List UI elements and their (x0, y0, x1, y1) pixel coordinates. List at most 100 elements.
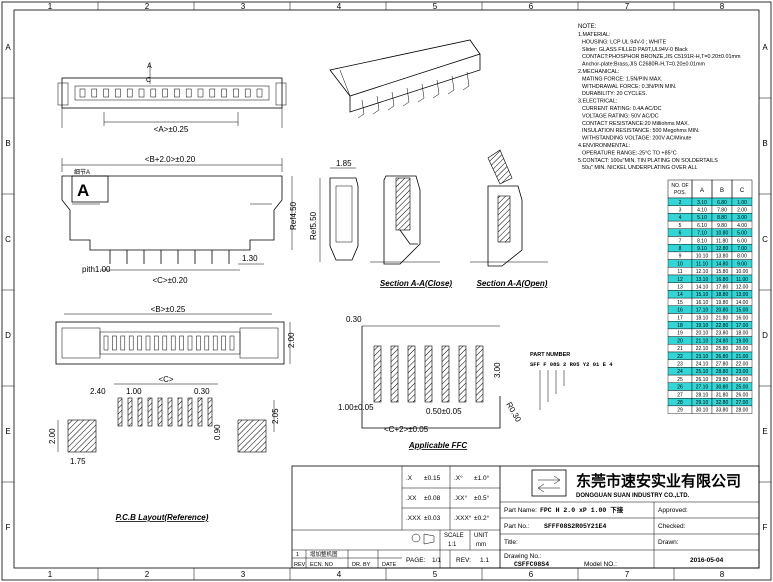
pcb-layout: <C> 2.40 1.00 0.30 2.00 1.75 2.05 0.90 P… (48, 375, 280, 522)
table-cell: 1.00 (737, 200, 747, 206)
table-cell: 29.80 (716, 377, 729, 383)
table-cell: 9.10 (697, 246, 707, 252)
part-name-value: FPC H 2.0 xP 1.00 下接 (540, 505, 624, 514)
top-pin (209, 88, 216, 98)
table-cell: 4.00 (737, 223, 747, 229)
dim-c-pcb: <C> (158, 375, 173, 384)
pcb-pad (127, 397, 133, 427)
row-label: B (762, 139, 767, 148)
ffc-finger (458, 345, 467, 403)
column-label: 4 (337, 2, 342, 11)
table-header: B (720, 188, 724, 194)
bottom-pin (162, 335, 168, 351)
note-line: Anchor-plate:Brass,JIS C2680R-H,T=0.20±0… (582, 62, 705, 68)
title-block: .X±0.15.X°±1.0°.XX±0.08.XX°±0.5°.XXX±0.0… (291, 465, 760, 569)
table-cell: 17.10 (696, 308, 709, 314)
table-cell: 7.10 (697, 231, 707, 237)
table-cell: 12.80 (716, 246, 729, 252)
table-cell: 10.10 (696, 254, 709, 260)
table-cell: 19.00 (736, 338, 749, 344)
approved-label: Approved: (658, 507, 688, 514)
ffc-dim-r030: R0.30 (504, 401, 523, 424)
pcb-pad (207, 397, 213, 427)
row-label: F (6, 523, 11, 532)
bottom-pin (170, 335, 176, 351)
ffc-finger (475, 345, 484, 403)
ffc-finger (373, 345, 382, 403)
table-cell: 25.00 (736, 385, 749, 391)
pcb-pad (187, 397, 193, 427)
table-cell: 20.10 (696, 331, 709, 337)
note-line: 5.CONTACT: 100u"MIN. TIN PLATING ON SOLD… (578, 158, 718, 164)
bottom-pin (221, 335, 226, 351)
pcb-pad (197, 397, 203, 427)
top-pin (256, 88, 263, 98)
ffc-dim-c2: <C+2>±0.05 (384, 425, 429, 434)
note-line: MATING FORCE: 1.5N/PIN MAX. (582, 76, 662, 82)
table-cell: 22.80 (716, 323, 729, 329)
row-label: E (5, 427, 10, 436)
note-line: INSULATION RESISTANCE: 500 Megohms MIN. (582, 128, 700, 134)
table-cell: 15.00 (736, 308, 749, 314)
bottom-pin (154, 335, 159, 351)
table-cell: 20.80 (716, 308, 729, 314)
table-cell: 26.00 (736, 392, 749, 398)
table-cell: 27.00 (736, 400, 749, 406)
top-pin (162, 88, 168, 98)
part-name-label: Part Name: (504, 507, 537, 514)
note-line: 50u" MIN. NICKEL UNDERPLATING OVER ALL (582, 165, 697, 171)
table-cell: 25.80 (716, 346, 729, 352)
note-line: CONTACT:PHOSPHOR BRONZE,JIS C5191R-H,T=0… (582, 54, 741, 60)
table-cell: 21.10 (696, 338, 709, 344)
tolerance-label: .XXX (406, 515, 421, 522)
table-cell: 2 (679, 200, 682, 206)
table-cell: 13 (677, 285, 683, 291)
top-pin (197, 88, 204, 98)
title-label: Title: (504, 539, 518, 546)
row-label: D (762, 331, 768, 340)
table-cell: 18 (677, 323, 683, 329)
tolerance-label: .X (406, 475, 413, 482)
ffc-finger (441, 345, 450, 403)
bottom-pin (120, 335, 126, 351)
dim-b-plus-2: <B+2.0>±0.20 (145, 155, 196, 164)
table-cell: 25.10 (696, 369, 709, 375)
note-line: OPERATURE RANGE:-25°C TO +85°C (582, 150, 677, 156)
table-cell: 18.80 (716, 292, 729, 298)
table-cell: 17.00 (736, 323, 749, 329)
dim-0-90: 0.90 (213, 424, 222, 440)
table-cell: 25 (677, 377, 683, 383)
pcb-pad (167, 397, 173, 427)
pcb-pad (117, 397, 123, 427)
top-pin (138, 88, 145, 98)
note-line: HOUSING: LCP UL 94V-0 ; WHITE (582, 39, 667, 45)
applicable-ffc: 0.30 1.00±0.05 0.50±0.05 <C+2>±0.05 3.00… (338, 315, 523, 450)
table-cell: 5 (679, 223, 682, 229)
bottom-pin (128, 335, 134, 351)
label-a-top: A (147, 63, 152, 70)
table-cell: 26.10 (696, 377, 709, 383)
rev-label: REV: (456, 557, 471, 564)
ffc-dim-1-00: 1.00±0.05 (338, 403, 374, 412)
column-label: 2 (145, 570, 150, 579)
bottom-pin (204, 335, 210, 351)
table-cell: 8.10 (697, 238, 707, 244)
revision-header: REV (294, 562, 306, 568)
table-cell: 6.10 (697, 223, 707, 229)
bottom-pin (187, 335, 193, 351)
revision-header: ECN. NO (310, 562, 334, 568)
top-view: <A>±0.25 A C (57, 62, 287, 134)
column-label: 1 (48, 570, 53, 579)
table-cell: 19.80 (716, 300, 729, 306)
table-cell: 29.10 (696, 400, 709, 406)
table-cell: 9.80 (717, 223, 727, 229)
table-cell: 16 (677, 308, 683, 314)
table-cell: 7.80 (717, 208, 727, 214)
table-cell: 18.00 (736, 331, 749, 337)
table-cell: 24.80 (716, 338, 729, 344)
column-label: 4 (337, 570, 342, 579)
ffc-finger (390, 345, 399, 403)
